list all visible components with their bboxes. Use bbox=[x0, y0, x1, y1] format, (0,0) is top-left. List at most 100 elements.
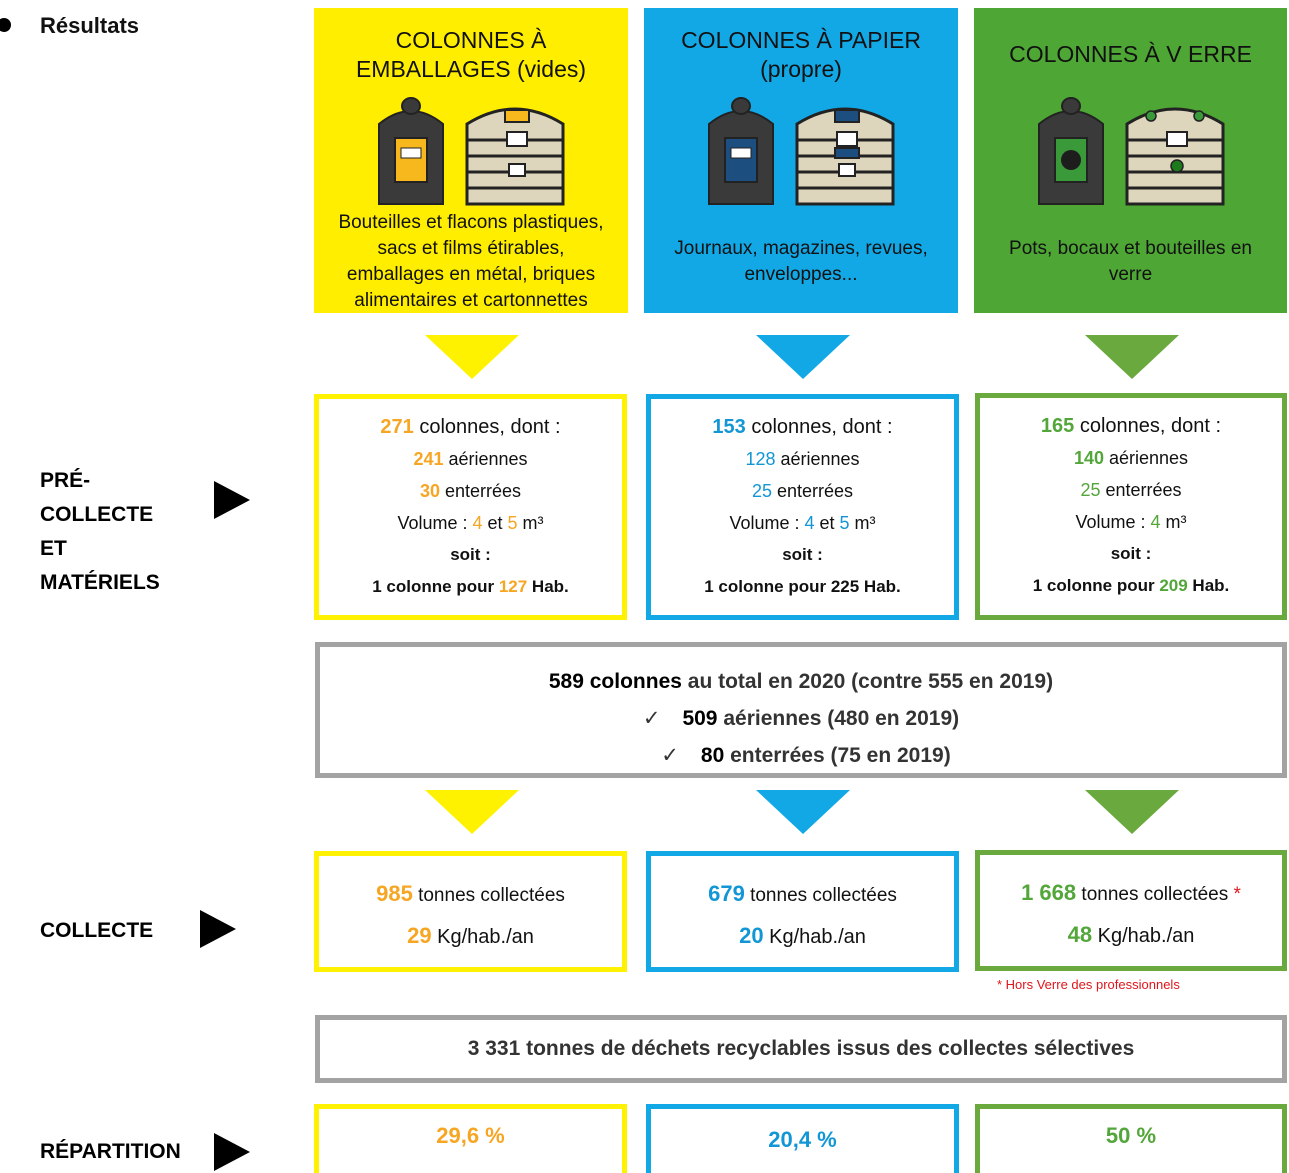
precollecte-soit: soit : bbox=[1110, 544, 1152, 563]
page-heading: Résultats bbox=[40, 13, 140, 38]
value: 5 bbox=[839, 513, 850, 533]
label: enterrées bbox=[771, 481, 854, 501]
collecte-tonnes: 679 tonnes collectées bbox=[651, 874, 954, 916]
label: tonnes collectées bbox=[412, 885, 565, 906]
bins-illustration bbox=[701, 94, 901, 217]
label: 1 colonne pour bbox=[1032, 576, 1160, 595]
collecte-box-verre: 1 668 tonnes collectées * 48 Kg/hab./an bbox=[975, 850, 1287, 971]
total-label: enterrées (75 en 2019) bbox=[724, 744, 951, 767]
side-label-collecte: COLLECTE bbox=[40, 919, 154, 942]
collecte-kg: 20 Kg/hab./an bbox=[651, 916, 954, 957]
collecte-kg: 48 Kg/hab./an bbox=[980, 915, 1282, 956]
precollecte-aeriennes: 241 aériennes bbox=[319, 443, 622, 475]
total-label: au total en 2020 (contre 555 en 2019) bbox=[681, 670, 1054, 693]
precollecte-total: 165 colonnes, dont : bbox=[980, 410, 1282, 442]
bins-illustration bbox=[1031, 94, 1231, 217]
check-icon: ✓ bbox=[642, 707, 661, 730]
label: Hab. bbox=[1187, 576, 1230, 595]
label: et bbox=[482, 513, 508, 533]
panel-title: COLONNES À EMBALLAGES (vides) bbox=[314, 26, 628, 84]
precollecte-soit: soit : bbox=[782, 545, 823, 564]
panel-title: COLONNES À V ERRE bbox=[974, 40, 1287, 69]
precollecte-box-papier: 153 colonnes, dont : 128 aériennes 25 en… bbox=[646, 394, 959, 620]
down-arrow-icon bbox=[1085, 790, 1179, 834]
panel-title-line: COLONNES À bbox=[395, 27, 547, 53]
panel-verre: COLONNES À V ERRE Pots, bocau bbox=[974, 8, 1287, 313]
label: Volume : bbox=[729, 513, 805, 533]
collecte-tonnes: 985 tonnes collectées bbox=[319, 874, 622, 916]
panel-title-line: EMBALLAGES (vides) bbox=[355, 56, 587, 82]
down-arrow-icon bbox=[425, 790, 519, 834]
panel-title-line: COLONNES À V ERRE bbox=[1009, 41, 1252, 67]
play-arrow-icon bbox=[200, 910, 236, 948]
panel-description: Journaux, magazines, revues, enveloppes.… bbox=[648, 236, 954, 288]
label: colonnes, dont : bbox=[745, 416, 893, 438]
panel-desc-line: Pots, bocaux et bouteilles en bbox=[1009, 238, 1252, 259]
repartition-box-verre: 50 % bbox=[975, 1104, 1287, 1173]
value: 30 bbox=[419, 481, 440, 501]
value: 140 bbox=[1073, 448, 1104, 468]
bin-aerial-icon bbox=[1037, 97, 1104, 205]
value: 679 bbox=[708, 881, 745, 906]
panel-title-line: (propre) bbox=[760, 56, 842, 82]
label: enterrées bbox=[1100, 480, 1182, 500]
value: 241 bbox=[413, 449, 444, 469]
label: Volume : bbox=[1075, 512, 1151, 532]
panel-desc-line: verre bbox=[1108, 264, 1153, 285]
bullet-icon bbox=[0, 18, 11, 32]
precollecte-enterrees: 30 enterrées bbox=[319, 475, 622, 507]
precollecte-ratio: 1 colonne pour 209 Hab. bbox=[980, 570, 1282, 602]
precollecte-aeriennes: 140 aériennes bbox=[980, 442, 1282, 474]
label: 1 colonne pour bbox=[704, 577, 831, 596]
total-check-line: ✓509 aériennes (480 en 2019) bbox=[320, 700, 1282, 737]
collecte-kg: 29 Kg/hab./an bbox=[319, 916, 622, 957]
precollecte-volume: Volume : 4 et 5 m³ bbox=[651, 507, 954, 539]
bins-illustration bbox=[371, 94, 571, 217]
recyclable-total-text: 3 331 tonnes de déchets recyclables issu… bbox=[467, 1037, 1135, 1060]
precollecte-volume: Volume : 4 m³ bbox=[980, 506, 1282, 538]
value: 153 bbox=[712, 416, 746, 438]
total-colonnes-box: 589 colonnes au total en 2020 (contre 55… bbox=[315, 642, 1287, 778]
precollecte-enterrees: 25 enterrées bbox=[651, 475, 954, 507]
side-label-word: COLLECTE bbox=[40, 503, 154, 526]
label: aériennes bbox=[1103, 448, 1189, 468]
bin-underground-icon bbox=[795, 107, 895, 206]
label: aériennes bbox=[443, 449, 528, 469]
footnote-marker: * bbox=[1228, 884, 1241, 905]
value: 20 bbox=[739, 923, 764, 948]
side-label-line: COLLECTEET bbox=[40, 498, 190, 566]
panel-desc-line: Bouteilles et flacons plastiques, bbox=[338, 212, 604, 233]
label: et bbox=[814, 513, 840, 533]
label: Kg/hab./an bbox=[431, 926, 534, 948]
value: 165 bbox=[1040, 415, 1075, 437]
total-value: 589 colonnes bbox=[548, 670, 682, 693]
play-arrow-icon bbox=[214, 1133, 250, 1171]
label: enterrées bbox=[439, 481, 522, 501]
value: 271 bbox=[380, 416, 414, 438]
recyclable-total-box: 3 331 tonnes de déchets recyclables issu… bbox=[315, 1015, 1287, 1083]
label: tonnes collectées bbox=[744, 885, 897, 906]
value: 29 bbox=[407, 923, 432, 948]
precollecte-ratio: 1 colonne pour 225 Hab. bbox=[651, 571, 954, 603]
side-label-repartition: RÉPARTITION bbox=[40, 1140, 181, 1163]
value: 209 bbox=[1159, 576, 1188, 595]
collecte-box-emballages: 985 tonnes collectées 29 Kg/hab./an bbox=[314, 851, 627, 972]
total-check-line: ✓80 enterrées (75 en 2019) bbox=[320, 737, 1282, 774]
panel-description: Bouteilles et flacons plastiques, sacs e… bbox=[318, 210, 624, 314]
total-line: 589 colonnes au total en 2020 (contre 55… bbox=[320, 663, 1282, 700]
bin-underground-icon bbox=[465, 107, 565, 206]
check-icon: ✓ bbox=[661, 744, 679, 767]
value: 48 bbox=[1067, 922, 1093, 947]
label: Kg/hab./an bbox=[763, 926, 866, 948]
collecte-box-papier: 679 tonnes collectées 20 Kg/hab./an bbox=[646, 851, 959, 972]
value: 225 bbox=[830, 577, 860, 596]
label: colonnes, dont : bbox=[1074, 415, 1222, 437]
panel-desc-line: sacs et films étirables, bbox=[377, 238, 565, 259]
label: Hab. bbox=[527, 577, 569, 596]
collecte-tonnes: 1 668 tonnes collectées * bbox=[980, 873, 1282, 915]
down-arrow-icon bbox=[425, 335, 519, 379]
label: aériennes bbox=[775, 449, 860, 469]
precollecte-ratio: 1 colonne pour 127 Hab. bbox=[319, 571, 622, 603]
panel-desc-line: emballages en métal, briques bbox=[346, 264, 596, 285]
side-label-precollecte: PRÉ- COLLECTEET MATÉRIELS bbox=[40, 464, 190, 600]
